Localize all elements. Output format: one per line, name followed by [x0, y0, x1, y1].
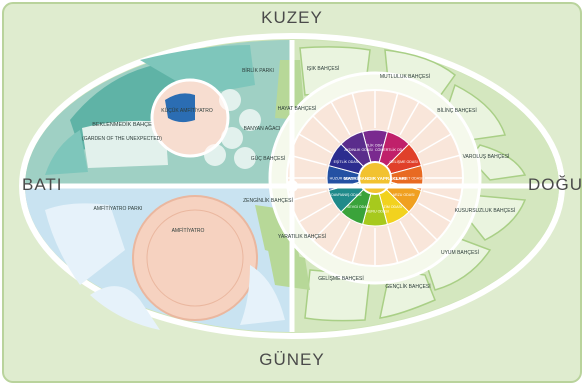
radial-ray	[417, 133, 452, 154]
room-label: HUZUR ODASI	[330, 177, 355, 181]
radial-ray	[351, 92, 363, 130]
radial-ray	[298, 133, 333, 154]
room-label: SURURU ODASI	[361, 210, 389, 214]
label-isik: IŞIK BAHÇESİ	[307, 65, 340, 72]
compass-north: KUZEY	[261, 8, 323, 27]
label-banyan: BANYAN AĞACI	[244, 125, 281, 132]
radial-ray	[417, 202, 452, 223]
amphi-park-patch-1	[45, 203, 125, 285]
radial-ray	[289, 190, 327, 202]
label-birlik: BİRLİK PARKI	[242, 67, 274, 74]
label-center: MATRİMANDIR YAPRAKLARI	[344, 175, 406, 181]
unexpected-garden-panel	[82, 120, 168, 168]
room-label: GELİŞME ODASI	[389, 159, 417, 164]
room-label: İYİLİK ODASI	[364, 143, 386, 148]
radial-ray	[312, 115, 341, 144]
garden-cell-varolus	[469, 144, 527, 181]
label-gelisme: GELİŞME BAHÇESİ	[318, 275, 364, 282]
label-guc: GÜÇ BAHÇESİ	[251, 155, 285, 162]
amphi-park-patch-3	[240, 265, 285, 325]
label-garden-unexpected: (GARDEN OF THE UNEXPECTED)	[82, 136, 162, 142]
radial-ray	[298, 202, 333, 223]
label-beklenmedik: BEKLENMEDİK BAHÇE	[92, 121, 152, 128]
label-bilinc: BİLİNÇ BAHÇESİ	[437, 107, 476, 114]
disc-2	[239, 109, 261, 131]
label-uyum: UYUM BAHÇESİ	[441, 249, 479, 256]
amphitheatre-ring	[146, 209, 244, 307]
room-label: DAVRANIŞ ODASI	[331, 193, 361, 197]
disc-4	[204, 144, 226, 166]
garden-cell-gelisme	[304, 269, 371, 322]
garden-patch-teal-3	[45, 130, 88, 175]
amphi-park-patch-2	[90, 286, 160, 330]
compass-south: GÜNEY	[259, 350, 325, 369]
room-label: CÖMERTLİK ODASI	[375, 147, 408, 152]
radial-ray	[399, 220, 420, 255]
room-label: AYDINLIK ODASI	[344, 148, 372, 152]
radial-ray	[330, 101, 351, 136]
label-amfitiyatro: AMFİTİYATRO	[172, 227, 205, 234]
label-kucuk-amfi: KÜÇÜK AMFİTİYATRO	[161, 107, 213, 114]
room-label: SEVGİ ODASI	[347, 204, 370, 209]
room-label: AZİM ODASI	[381, 204, 402, 209]
radial-rays	[287, 90, 463, 266]
radial-ray	[312, 212, 341, 241]
label-varolus: VAROLUŞ BAHÇESİ	[463, 153, 510, 160]
radial-ray	[387, 92, 399, 130]
compass-west: BATI	[22, 175, 63, 194]
radial-ray	[387, 226, 399, 264]
room-label: EŞİTLİK ODASI	[334, 159, 360, 164]
radial-ray	[409, 115, 438, 144]
radial-ray	[289, 154, 327, 166]
compass-east: DOĞU	[528, 175, 583, 194]
radial-ray	[330, 220, 351, 255]
radial-ray	[409, 212, 438, 241]
radial-ray	[351, 226, 363, 264]
disc-1	[219, 89, 241, 111]
disc-5	[234, 147, 256, 169]
label-yaratilik: YARATILIK BAHÇESİ	[278, 233, 326, 240]
garden-cell-yaratilik	[268, 250, 310, 290]
axis-center	[286, 180, 298, 192]
pond-blue	[165, 93, 195, 123]
big-amphitheatre	[132, 195, 258, 321]
label-mutluluk: MUTLULUK BAHÇESİ	[380, 73, 430, 80]
radial-ray	[423, 154, 461, 166]
label-kusursuzluk: KUSURSUZLUK BAHÇESİ	[455, 207, 516, 214]
label-hayat: HAYAT BAHÇESİ	[278, 105, 317, 112]
room-label: ARZU ODASI	[393, 193, 415, 197]
disc-3	[221, 127, 243, 149]
label-genclik: GENÇLİK BAHÇESİ	[385, 283, 430, 290]
label-amfi-parki: AMFİTİYATRO PARKI	[94, 205, 143, 212]
garden-cell-kusursuzluk	[464, 194, 527, 241]
radial-ray	[423, 190, 461, 202]
label-zenginlik: ZENGİNLİK BAHÇESİ	[243, 197, 293, 204]
room-label: CESARET ODASI	[393, 177, 422, 181]
radial-ray	[399, 101, 420, 136]
garden-patch-teal-2	[140, 45, 255, 95]
